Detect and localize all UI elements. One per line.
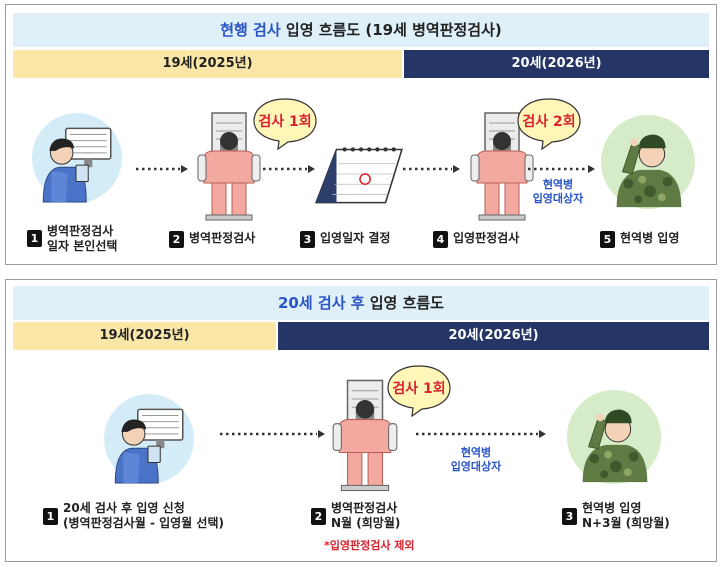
panel1-title-rest: 입영 흐름도 (19세 병역판정검사)	[280, 21, 502, 39]
panel2-title: 20세 검사 후 입영 흐름도	[13, 286, 709, 320]
step-label: 병역판정검사	[189, 231, 256, 245]
step-number: 5	[600, 231, 615, 248]
exam-count-bubble: 검사 1회	[387, 365, 451, 418]
arrow-4-to-5	[528, 165, 595, 173]
panel2-transit-line1: 현역병	[460, 446, 492, 459]
current-flow-panel: 현행 검사 입영 흐름도 (19세 병역판정검사) 19세(2025년) 20세…	[5, 4, 717, 265]
panel1-transit-line1: 현역병	[542, 178, 574, 191]
step-number: 2	[169, 231, 184, 248]
panel2-year-2025-bar: 19세(2025년)	[13, 322, 276, 350]
step-number: 4	[433, 231, 448, 248]
soldier-saluting-icon	[565, 388, 663, 486]
step-label: 20세 검사 후 입영 신청	[63, 501, 185, 515]
panel2-step-1: 1 20세 검사 후 입영 신청(병역판정검사월 - 입영월 선택)	[43, 501, 224, 531]
step-label: 병역판정검사	[47, 224, 114, 238]
panel1-step-5: 5 현역병 입영	[600, 231, 679, 248]
step-label-line2: N월 (희망월)	[331, 516, 401, 530]
step-number: 1	[27, 230, 42, 247]
panel1-title-highlight: 현행 검사	[220, 21, 281, 39]
step-number: 3	[562, 508, 577, 525]
exam-count-bubble-1: 검사 1회	[253, 98, 317, 151]
step-label: 현역병 입영	[620, 231, 680, 245]
panel1-transit-line2: 입영대상자	[532, 192, 584, 205]
arrow-1-to-2	[220, 430, 325, 438]
panel2-year-2026-bar: 20세(2026년)	[278, 322, 709, 350]
online-application-person-icon	[31, 112, 123, 204]
step-number: 2	[311, 508, 326, 525]
arrow-2-to-3	[263, 165, 315, 173]
exclusion-note: *입영판정검사 제외	[324, 539, 415, 552]
online-application-person-icon	[103, 393, 195, 485]
step-label: 현역병 입영	[582, 501, 642, 515]
exam-count-bubble-2: 검사 2회	[517, 98, 581, 151]
panel2-transit-line2: 입영대상자	[450, 460, 502, 473]
panel1-step-2: 2 병역판정검사	[169, 231, 255, 248]
step-label-line2: N+3월 (희망월)	[582, 516, 670, 530]
panel1-step-3: 3 입영일자 결정	[300, 231, 390, 248]
step-number: 3	[300, 231, 315, 248]
panel1-year-2025-bar: 19세(2025년)	[13, 50, 402, 78]
panel2-title-rest: 입영 흐름도	[364, 294, 444, 312]
panel1-year-2026-bar: 20세(2026년)	[404, 50, 709, 78]
step-label-line2: (병역판정검사월 - 입영월 선택)	[63, 516, 224, 530]
panel1-transit-label: 현역병 입영대상자	[518, 178, 598, 206]
step-label: 병역판정검사	[331, 501, 398, 515]
bubble2-text: 검사 2회	[522, 113, 575, 130]
after-20-flow-panel: 20세 검사 후 입영 흐름도 19세(2025년) 20세(2026년) 검사…	[5, 279, 717, 562]
arrow-3-to-4	[403, 165, 460, 173]
panel1-step-4: 4 입영판정검사	[433, 231, 519, 248]
step-label: 입영일자 결정	[320, 231, 391, 245]
step-label: 입영판정검사	[453, 231, 520, 245]
calendar-icon	[314, 143, 406, 205]
bubble-text: 검사 1회	[392, 380, 445, 397]
panel2-title-highlight: 20세 검사 후	[278, 294, 365, 312]
step-label-line2: 일자 본인선택	[47, 239, 118, 253]
bubble1-text: 검사 1회	[258, 113, 311, 130]
panel1-title: 현행 검사 입영 흐름도 (19세 병역판정검사)	[13, 13, 709, 47]
soldier-saluting-icon	[599, 113, 697, 211]
arrow-1-to-2	[136, 165, 188, 173]
step-number: 1	[43, 508, 58, 525]
arrow-2-to-3	[416, 430, 546, 438]
panel2-transit-label: 현역병 입영대상자	[436, 446, 516, 474]
